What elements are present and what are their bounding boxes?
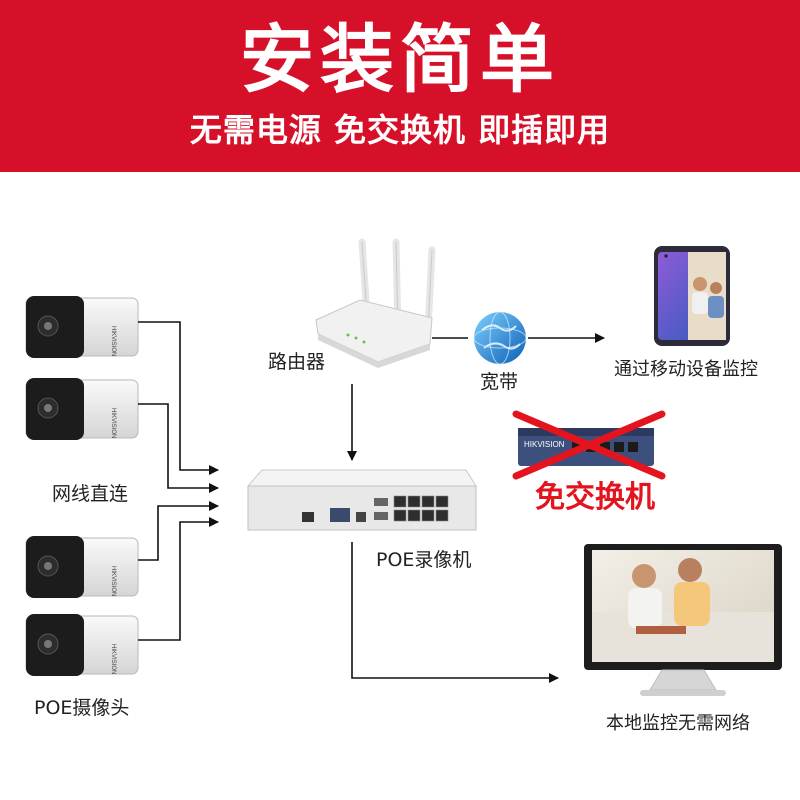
no-switch-label: 免交换机 — [535, 480, 655, 515]
camera-cables — [138, 321, 219, 641]
router-label: 路由器 — [268, 351, 326, 373]
svg-text:HIKVISION: HIKVISION — [524, 440, 565, 449]
camera-4: HIKVISION — [25, 614, 139, 676]
nvr-label: POE录像机 — [376, 549, 472, 571]
router — [315, 238, 436, 368]
camera-1: HIKVISION — [25, 296, 139, 358]
camera-2: HIKVISION — [25, 378, 139, 440]
page-title: 安装简单 — [240, 17, 560, 103]
page-subtitle: 无需电源 免交换机 即插即用 — [189, 111, 611, 149]
globe-icon — [473, 311, 527, 365]
network-cable-label: 网线直连 — [52, 483, 129, 505]
svg-text:HIKVISION: HIKVISION — [110, 408, 116, 438]
header-banner: 安装简单 无需电源 免交换机 即插即用 — [0, 0, 800, 172]
broadband-label: 宽带 — [480, 371, 519, 393]
monitor — [584, 544, 782, 696]
svg-text:HIKVISION: HIKVISION — [110, 326, 116, 356]
svg-text:HIKVISION: HIKVISION — [110, 566, 116, 596]
switch-crossed-icon: HIKVISION — [512, 410, 666, 480]
smartphone — [654, 246, 730, 346]
svg-text:HIKVISION: HIKVISION — [110, 644, 116, 674]
nvr-to-monitor-arrow — [351, 542, 559, 683]
mobile-monitoring-label: 通过移动设备监控 — [614, 359, 758, 380]
poe-nvr — [246, 469, 477, 531]
local-monitoring-label: 本地监控无需网络 — [606, 713, 750, 734]
camera-3: HIKVISION — [25, 536, 139, 598]
poe-camera-label: POE摄像头 — [34, 697, 130, 719]
